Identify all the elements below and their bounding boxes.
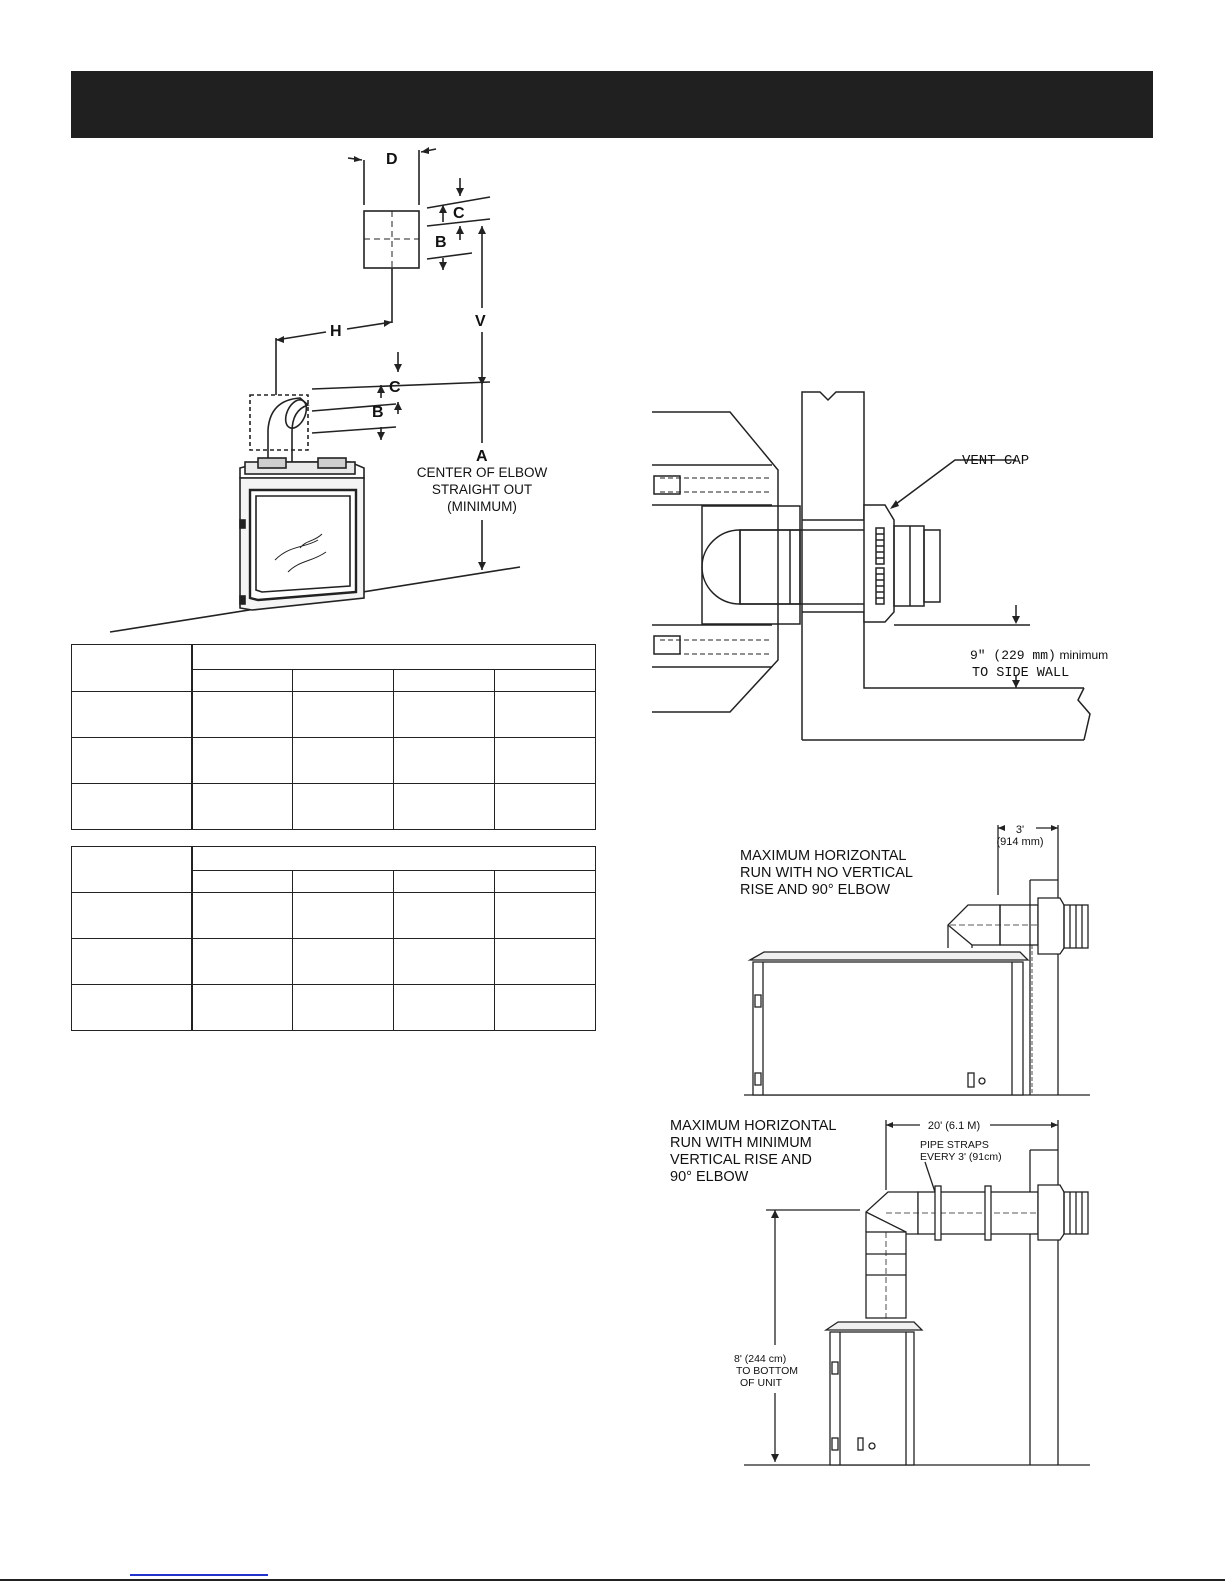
label-c-lower: C bbox=[389, 379, 401, 396]
table-cell bbox=[292, 892, 394, 939]
label-v: V bbox=[475, 313, 486, 330]
table-row-header bbox=[71, 892, 193, 939]
termination-table-1 bbox=[71, 644, 596, 830]
run-dimension-metric: (914 mm) bbox=[996, 836, 1043, 848]
table-row-header bbox=[71, 737, 193, 784]
table-row-header bbox=[71, 938, 193, 985]
table-cell bbox=[494, 691, 596, 738]
label-a-caption-1: CENTER OF ELBOW bbox=[417, 465, 548, 480]
rise-title-2: RUN WITH MINIMUM bbox=[670, 1135, 812, 1151]
table-column-header bbox=[292, 870, 394, 893]
horizontal-run-no-rise-diagram: MAXIMUM HORIZONTAL RUN WITH NO VERTICAL … bbox=[740, 824, 1090, 1096]
vent-cap-clearance-diagram: VENT CAP 9" (229 mm) minimum TO SIDE WAL… bbox=[652, 391, 1108, 741]
label-c-upper: C bbox=[453, 205, 465, 222]
section-header-bar bbox=[71, 71, 1153, 138]
label-d: D bbox=[386, 151, 398, 168]
table-cell bbox=[292, 938, 394, 985]
vent-dimension-diagram: D C B V H C B A CENTER OF ELBOW STRAIGHT… bbox=[109, 147, 548, 633]
table-cell bbox=[393, 938, 495, 985]
table-row-header bbox=[71, 984, 193, 1031]
label-a-caption-2: STRAIGHT OUT bbox=[432, 482, 532, 497]
rise-title-1: MAXIMUM HORIZONTAL bbox=[670, 1118, 836, 1134]
footer-link-underline[interactable] bbox=[130, 1574, 268, 1576]
table-cell bbox=[191, 737, 293, 784]
table-column-header bbox=[292, 669, 394, 692]
run-title-1: MAXIMUM HORIZONTAL bbox=[740, 848, 906, 864]
run-title-3: RISE AND 90° ELBOW bbox=[740, 882, 890, 898]
table-row bbox=[71, 783, 596, 830]
termination-table-2 bbox=[71, 846, 596, 1031]
table-row bbox=[71, 938, 596, 985]
table-cell bbox=[393, 783, 495, 830]
table-column-header bbox=[393, 870, 495, 893]
table-column-header bbox=[191, 669, 293, 692]
table-cell bbox=[494, 737, 596, 784]
table-column-header bbox=[494, 669, 596, 692]
footer-rule bbox=[0, 1579, 1225, 1581]
table-cell bbox=[393, 984, 495, 1031]
table-column-header bbox=[191, 870, 293, 893]
rise-label-2: TO BOTTOM bbox=[736, 1365, 798, 1377]
table-row bbox=[71, 984, 596, 1031]
table-column-header bbox=[393, 669, 495, 692]
svg-text:9" (229 mm) minimum: 9" (229 mm) minimum bbox=[970, 647, 1108, 663]
table-cell bbox=[393, 892, 495, 939]
label-a: A bbox=[476, 448, 488, 465]
table-cell bbox=[393, 691, 495, 738]
table-group-header bbox=[191, 644, 596, 670]
pipe-straps-2: EVERY 3' (91cm) bbox=[920, 1151, 1002, 1163]
clearance-line-2: TO SIDE WALL bbox=[972, 666, 1069, 681]
table-cell bbox=[292, 984, 394, 1031]
label-b-lower: B bbox=[372, 404, 384, 421]
table-cell bbox=[191, 691, 293, 738]
table-row bbox=[71, 691, 596, 738]
table-group-header bbox=[191, 846, 596, 871]
table-row bbox=[71, 737, 596, 784]
rise-label-1: 8' (244 cm) bbox=[734, 1353, 786, 1365]
run-title-2: RUN WITH NO VERTICAL bbox=[740, 865, 913, 881]
table-row bbox=[71, 892, 596, 939]
table-cell bbox=[494, 984, 596, 1031]
table-cell bbox=[494, 938, 596, 985]
pipe-straps-1: PIPE STRAPS bbox=[920, 1139, 989, 1151]
rise-dimension: 20' (6.1 M) bbox=[928, 1120, 980, 1132]
table-cell bbox=[393, 737, 495, 784]
vent-cap-label: VENT CAP bbox=[962, 453, 1029, 469]
table-cell bbox=[191, 892, 293, 939]
table-cell bbox=[191, 938, 293, 985]
label-a-caption-3: (MINIMUM) bbox=[447, 499, 517, 514]
table-column-header bbox=[494, 870, 596, 893]
table-cell bbox=[292, 783, 394, 830]
table-corner-cell bbox=[71, 644, 193, 692]
run-dimension: 3' bbox=[1016, 824, 1024, 836]
rise-title-4: 90° ELBOW bbox=[670, 1169, 749, 1185]
table-cell bbox=[494, 892, 596, 939]
clearance-suffix: minimum bbox=[1059, 648, 1108, 662]
table-cell bbox=[494, 783, 596, 830]
label-h: H bbox=[330, 323, 342, 340]
table-cell bbox=[191, 783, 293, 830]
table-cell bbox=[292, 691, 394, 738]
rise-label-3: OF UNIT bbox=[740, 1377, 783, 1389]
label-b-upper: B bbox=[435, 234, 447, 251]
table-cell bbox=[292, 737, 394, 784]
rise-title-3: VERTICAL RISE AND bbox=[670, 1152, 812, 1168]
table-cell bbox=[191, 984, 293, 1031]
table-row-header bbox=[71, 691, 193, 738]
table-corner-cell bbox=[71, 846, 193, 893]
horizontal-run-vertical-rise-diagram: MAXIMUM HORIZONTAL RUN WITH MINIMUM VERT… bbox=[670, 1118, 1090, 1466]
clearance-value: 9" (229 mm) bbox=[970, 648, 1056, 663]
table-row-header bbox=[71, 783, 193, 830]
